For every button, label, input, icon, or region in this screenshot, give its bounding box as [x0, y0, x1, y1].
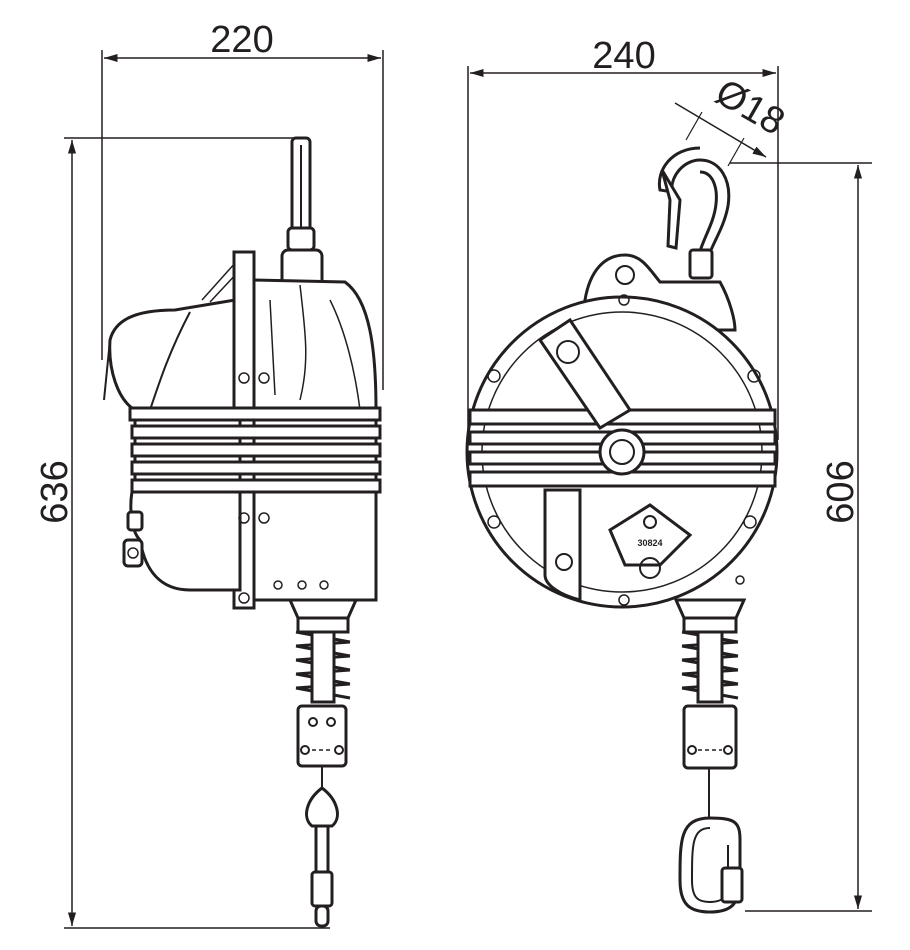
- dimension-front-width: 240: [467, 35, 779, 440]
- top-eye-hole: [615, 265, 635, 285]
- side-cover: [103, 261, 242, 412]
- suspension-bolt: [280, 136, 324, 288]
- dimension-label-240: 240: [592, 35, 655, 77]
- balancer-front-view: 30824: [465, 146, 779, 914]
- front-spring-guard: [673, 598, 747, 704]
- dimension-label-606: 606: [820, 460, 862, 523]
- side-lock-fittings: [122, 510, 144, 568]
- dimension-side-height: 636: [34, 137, 330, 929]
- label-plate-number: 30824: [637, 538, 662, 548]
- side-bands: [128, 406, 382, 494]
- side-spring-guard: [287, 598, 359, 704]
- balancer-side-view: [103, 136, 382, 928]
- side-wire-eye: [305, 766, 339, 928]
- front-bolts: [487, 294, 761, 606]
- dimension-label-diameter: Ø18: [708, 71, 791, 143]
- front-lock-bar: [537, 317, 633, 431]
- dimension-side-width: 220: [101, 19, 384, 390]
- front-stopper: [682, 704, 738, 770]
- suspension-hook: [657, 146, 731, 280]
- front-snap-hook: [678, 768, 744, 914]
- dimension-label-636: 636: [34, 460, 76, 523]
- side-bolts: [238, 372, 329, 604]
- front-hub: [598, 428, 646, 476]
- dimension-label-220: 220: [210, 19, 273, 61]
- front-label-plate: 30824: [608, 503, 693, 579]
- front-lower-skirt: [543, 488, 582, 602]
- dimension-front-height: 606: [730, 162, 872, 912]
- side-stopper: [296, 704, 348, 768]
- side-drum-housing: [252, 278, 378, 602]
